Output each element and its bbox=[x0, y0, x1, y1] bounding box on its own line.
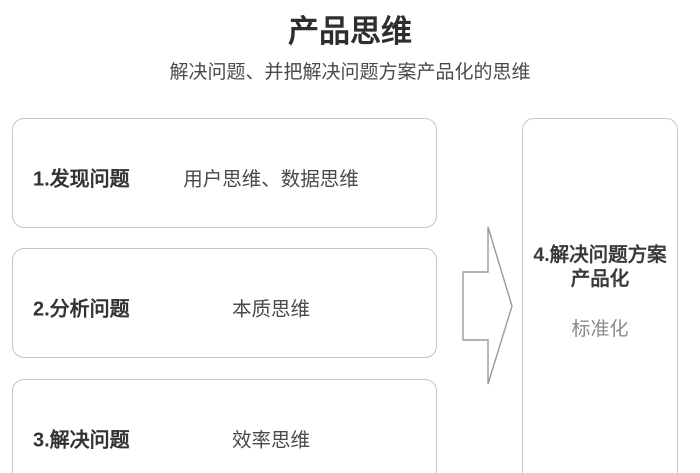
result-title: 4.解决问题方案 产品化 bbox=[533, 244, 667, 290]
page-subtitle: 解决问题、并把解决问题方案产品化的思维 bbox=[169, 62, 531, 83]
step-label: 1.发现问题 bbox=[33, 168, 130, 191]
right-arrow-icon bbox=[462, 226, 513, 385]
step-detail: 本质思维 bbox=[231, 298, 311, 321]
step-label: 3.解决问题 bbox=[33, 429, 130, 452]
page-title: 产品思维 bbox=[288, 14, 412, 49]
step-detail: 用户思维、数据思维 bbox=[183, 168, 359, 191]
step-box-analyze-problem: 2.分析问题 本质思维 bbox=[12, 248, 437, 358]
step-box-solve-problem: 3.解决问题 效率思维 bbox=[12, 379, 437, 473]
result-box-productize: 4.解决问题方案 产品化 标准化 bbox=[522, 118, 678, 473]
step-box-discover-problem: 1.发现问题 用户思维、数据思维 bbox=[12, 118, 437, 228]
step-detail: 效率思维 bbox=[231, 429, 311, 452]
step-label: 2.分析问题 bbox=[33, 298, 130, 321]
result-detail: 标准化 bbox=[571, 319, 629, 340]
